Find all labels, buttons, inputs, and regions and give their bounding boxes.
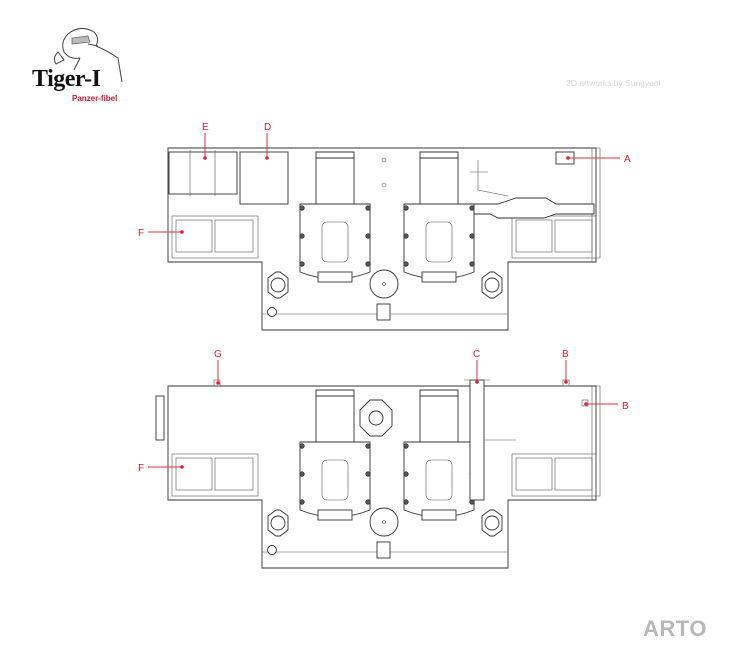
- callout-b-top: B: [562, 349, 569, 360]
- arto-watermark: ARTO: [643, 616, 707, 641]
- jack-c: [469, 379, 485, 501]
- soldier-cartoon-icon: [53, 28, 123, 83]
- callout-e: E: [202, 122, 209, 133]
- top-callouts: A E D F: [138, 122, 631, 239]
- logo-subtitle: Panzer-fibel: [72, 94, 118, 103]
- callout-g: G: [214, 349, 222, 360]
- bottom-plate-view: [155, 379, 601, 569]
- callout-c: C: [473, 349, 480, 360]
- callout-f-bottom: F: [138, 463, 144, 474]
- tank-d: [239, 151, 289, 205]
- lever-assembly: [473, 197, 595, 219]
- top-plate-view: [167, 147, 601, 331]
- logo-title: Tiger-I: [32, 66, 101, 92]
- bottom-callouts: G C B B F: [138, 349, 629, 474]
- callout-f: F: [138, 228, 144, 239]
- fuel-tank-e: [168, 151, 238, 195]
- tiger-logo: Tiger-I Panzer-fibel: [28, 24, 138, 110]
- callout-a: A: [624, 154, 631, 165]
- callout-d: D: [264, 122, 271, 133]
- callout-b-side: B: [622, 401, 629, 412]
- credit-text: 2D artworks by Sungyeol: [566, 78, 661, 88]
